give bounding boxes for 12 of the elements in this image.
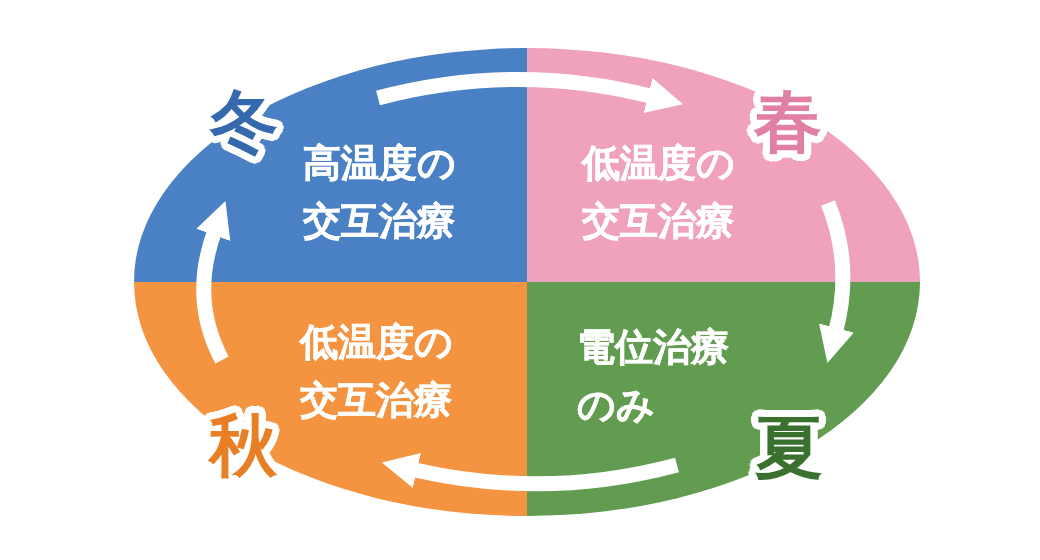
quadrant-text: 低温度の交互治療	[300, 319, 454, 424]
cycle-arrow	[196, 200, 231, 364]
quadrant-text: 電位治療のみ	[577, 324, 730, 429]
quadrant-segment	[527, 282, 920, 516]
cycle-arrow	[381, 452, 679, 492]
quadrant-segment	[527, 48, 920, 282]
quadrant-text: 低温度の交互治療	[582, 140, 736, 245]
quadrant-segment	[134, 48, 527, 282]
quadrant-segment	[134, 282, 527, 516]
cycle-arrow	[818, 200, 854, 364]
cycle-arrow	[376, 72, 684, 114]
quadrant-text: 高温度の交互治療	[303, 140, 457, 245]
